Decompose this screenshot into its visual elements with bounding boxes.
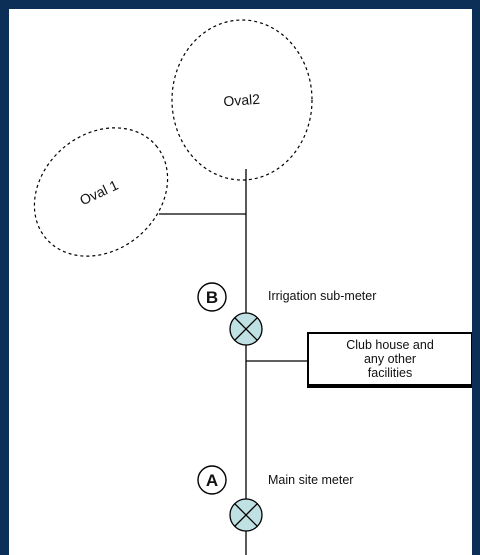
meter-a-letter: A [206,471,218,490]
facilities-line-3: facilities [367,366,413,380]
oval-2-label: Oval2 [223,91,261,110]
meter-b-symbol [229,312,263,346]
meter-a-symbol [229,498,263,532]
oval-2-field [171,19,313,181]
facilities-box: Club house and any other facilities [307,332,472,388]
facilities-line-1: Club house and [346,338,434,352]
oval-1-field [33,127,169,257]
meter-b-letter: B [206,288,218,307]
meter-b-label: Irrigation sub-meter [268,289,376,303]
facilities-line-2: any other [363,352,417,366]
meter-a-label: Main site meter [268,473,353,487]
meter-a-badge [197,465,227,495]
oval-1-label: Oval 1 [77,177,121,209]
meter-b-badge [197,282,227,312]
diagram-canvas: Oval2 Oval 1 B Irrigation sub-meter A Ma… [9,9,472,555]
water-meter-diagram: Oval2 Oval 1 B Irrigation sub-meter A Ma… [33,19,376,555]
